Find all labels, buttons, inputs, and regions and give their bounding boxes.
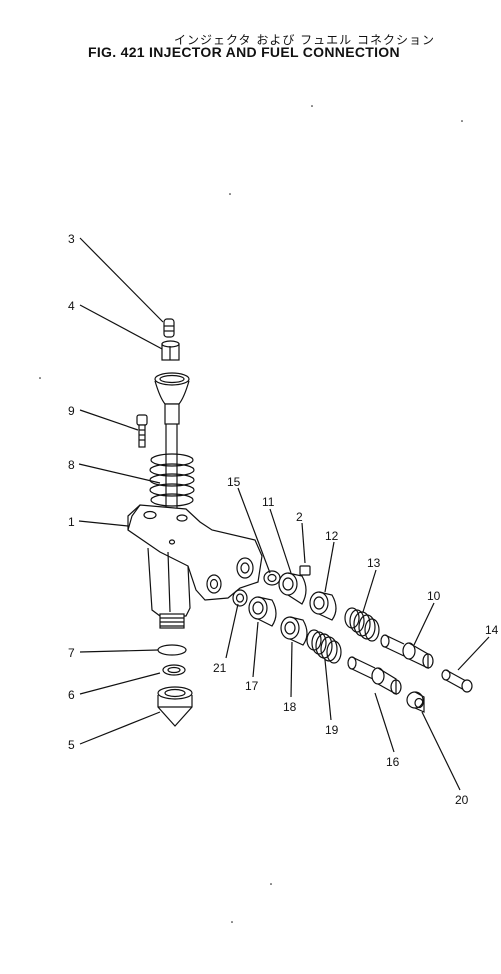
part-14-bolt (441, 669, 473, 693)
part-2-small-nut (299, 565, 311, 576)
figure-title: FIG. 421 INJECTOR AND FUEL CONNECTION (88, 44, 400, 60)
part-19-bellows (306, 629, 342, 664)
callout-13: 13 (367, 556, 381, 570)
callout-4: 4 (68, 299, 75, 313)
part-6-gasket (162, 664, 186, 676)
part-3-plug (163, 318, 175, 338)
callout-15: 15 (227, 475, 241, 489)
callout-17: 17 (245, 679, 259, 693)
callout-19: 19 (325, 723, 339, 737)
part-15-washer (263, 570, 281, 586)
part-10-connector (380, 634, 434, 669)
part-1-injector-body (127, 504, 263, 629)
callout-9: 9 (68, 404, 75, 418)
part-5-nozzle-cap (157, 686, 193, 727)
part-16-connector (347, 656, 402, 696)
callout-12: 12 (325, 529, 339, 543)
callout-2: 2 (296, 510, 303, 524)
figure-title-japanese: インジェクタ および フュエル コネクション (174, 33, 435, 47)
part-21-washer (232, 589, 248, 607)
callout-3: 3 (68, 232, 75, 246)
callout-7: 7 (68, 646, 75, 660)
part-8-spring (149, 453, 195, 507)
part-18-sleeve (280, 616, 308, 646)
callout-21: 21 (213, 661, 227, 675)
part-9-bolt (136, 414, 148, 448)
part-7-o-ring (157, 644, 187, 656)
callout-10: 10 (427, 589, 441, 603)
callout-18: 18 (283, 700, 297, 714)
callout-1: 1 (68, 515, 75, 529)
part-13-bellows (344, 607, 380, 642)
part-11-sleeve (278, 572, 307, 605)
part-17-sleeve (248, 596, 277, 627)
injector-rod (154, 372, 190, 532)
part-20-nut (406, 691, 425, 713)
callout-16: 16 (386, 755, 400, 769)
part-12-sleeve (309, 591, 337, 621)
callout-6: 6 (68, 688, 75, 702)
callout-14: 14 (485, 623, 499, 637)
callout-5: 5 (68, 738, 75, 752)
callout-11: 11 (262, 495, 275, 509)
callout-20: 20 (455, 793, 469, 807)
callout-8: 8 (68, 458, 75, 472)
part-4-nut (161, 340, 180, 361)
